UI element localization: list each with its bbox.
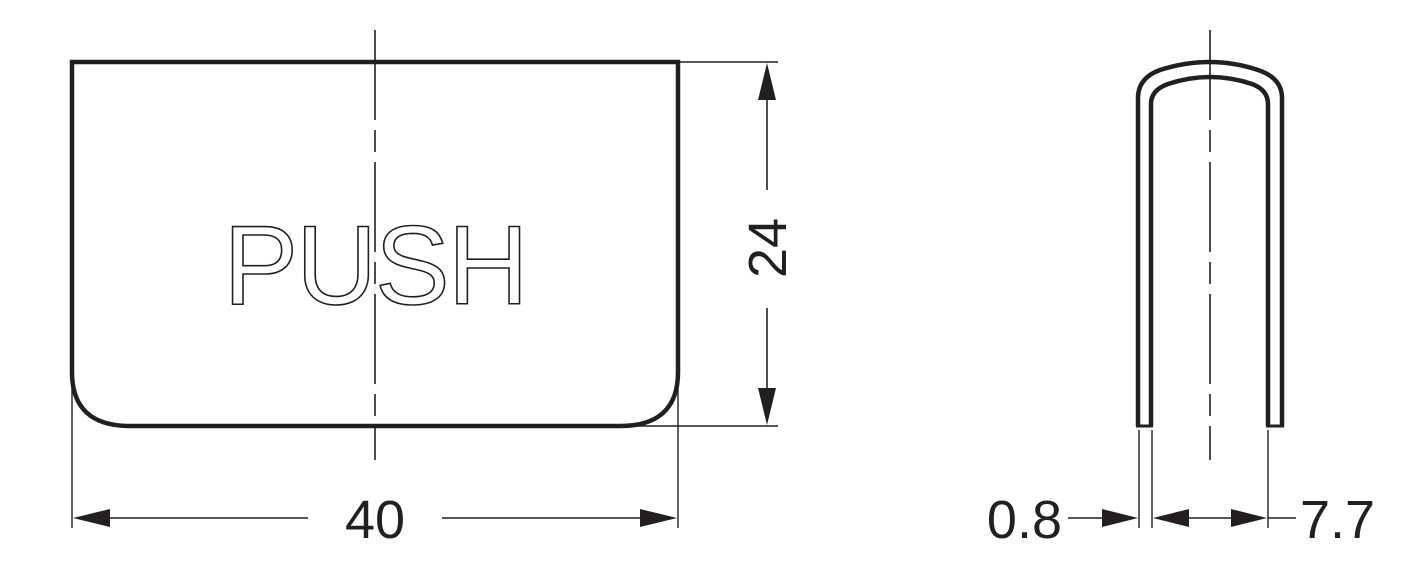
depth-dimension-label: 7.7 [1300,490,1375,550]
front-view-outline [69,59,681,429]
height-arrow-bottom [758,388,776,425]
push-label: PUSH [223,203,526,328]
thickness-dimension-label: 0.8 [987,490,1062,550]
front-view: PUSH 40 24 [69,30,798,550]
width-arrow-left [73,509,110,527]
thickness-arrow [1102,509,1138,527]
width-dimension-label: 40 [345,490,405,550]
depth-arrow-left [1153,509,1189,527]
side-view: 0.8 7.7 [987,30,1375,550]
depth-arrow-right [1231,509,1267,527]
width-arrow-right [640,509,677,527]
height-arrow-top [758,63,776,100]
height-dimension-label: 24 [738,218,798,278]
